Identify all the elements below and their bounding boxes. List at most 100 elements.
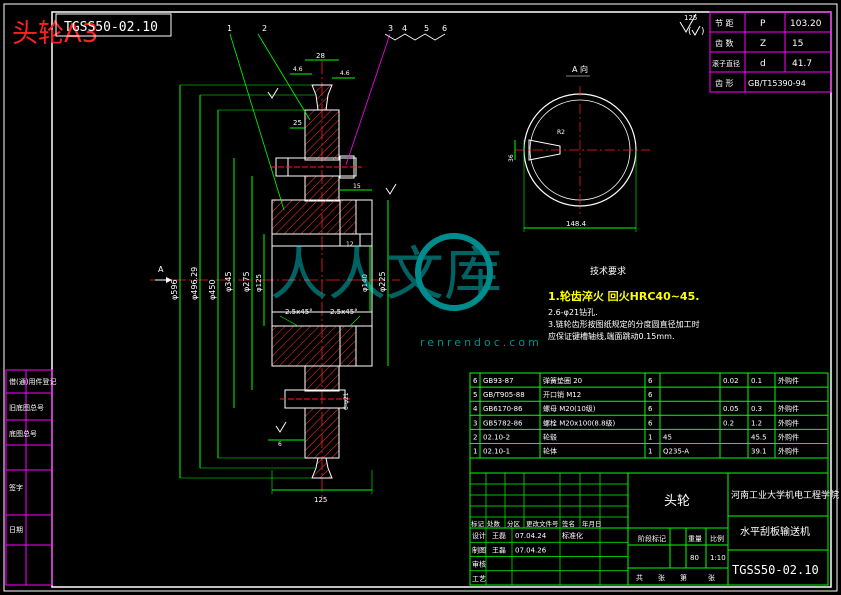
parts-cell-name: 螺母 M20(10级) bbox=[543, 404, 596, 413]
dim-side-b: 4.6 bbox=[340, 70, 350, 77]
tb-row-date: 07.04.26 bbox=[515, 546, 547, 554]
tech-item-3: 应保证键槽轴线,端面跳动0.15mm. bbox=[548, 331, 674, 341]
parts-cell-qty: 6 bbox=[648, 391, 653, 399]
strip-label-3: 签字 bbox=[9, 483, 23, 492]
parts-cell-code: GB5782-86 bbox=[483, 419, 523, 427]
dim-kw: 36 bbox=[508, 154, 515, 162]
tb-scale: 1:10 bbox=[710, 554, 726, 562]
a-view-label: A 向 bbox=[572, 64, 588, 74]
parts-cell-w2: 39.1 bbox=[751, 448, 767, 456]
tb-row-role: 制图 bbox=[472, 545, 486, 554]
dim-d4: φ345 bbox=[224, 271, 233, 292]
parts-cell-qty: 6 bbox=[648, 419, 653, 427]
parts-cell-no: 5 bbox=[473, 391, 477, 399]
tb-sheet-c: 第 bbox=[680, 573, 687, 582]
tech-item-0: 1.轮齿淬火 回火HRC40~45. bbox=[548, 289, 699, 303]
tb-hdr: 更改文件号 bbox=[526, 519, 559, 528]
parts-cell-note: 外购件 bbox=[778, 404, 799, 413]
parts-cell-code: 02.10-2 bbox=[483, 433, 510, 441]
parts-cell-name: 开口销 M12 bbox=[543, 390, 581, 399]
svg-text:(: ( bbox=[688, 27, 692, 37]
parts-cell-name: 轮体 bbox=[543, 447, 557, 456]
tb-row-date: 07.04.24 bbox=[515, 532, 547, 540]
main-section-view: φ596 φ496.29 φ450 φ345 φ275 φ125 φ140 φ2… bbox=[150, 52, 400, 504]
tb-hdr: 年月日 bbox=[582, 519, 602, 528]
spec-name-1: 齿 数 bbox=[715, 38, 734, 48]
spec-val-3: GB/T15390-94 bbox=[748, 79, 806, 88]
roughness-value: 125 bbox=[684, 14, 697, 22]
dim-holes: 6-φ21 bbox=[343, 392, 350, 410]
strip-label-1: 旧底图总号 bbox=[9, 403, 44, 412]
tb-product: 水平刮板输送机 bbox=[740, 525, 810, 538]
dim-d3: φ450 bbox=[208, 279, 217, 300]
tb-stage-label: 阶段标记 bbox=[638, 534, 666, 543]
balloon-4: 4 bbox=[402, 24, 407, 33]
watermark-url: renrendoc.com bbox=[420, 336, 542, 349]
balloon-5: 5 bbox=[424, 24, 429, 33]
section-arrow-label: A bbox=[158, 265, 164, 274]
tb-row-role: 审核 bbox=[472, 560, 486, 569]
roughness-symbol: 125 ( ) bbox=[679, 13, 705, 37]
parts-cell-no: 2 bbox=[473, 433, 477, 441]
parts-cell-code: 02.10-1 bbox=[483, 448, 510, 456]
dim-flange: 15 bbox=[353, 183, 361, 190]
parts-cell-no: 6 bbox=[473, 377, 478, 385]
tb-row-role: 工艺 bbox=[472, 575, 486, 583]
dim-d5: φ275 bbox=[242, 271, 251, 292]
parts-cell-w2: 0.1 bbox=[751, 377, 762, 385]
parts-cell-no: 3 bbox=[473, 419, 477, 427]
parts-cell-w1: 0.2 bbox=[723, 419, 734, 427]
parts-cell-w1: 0.05 bbox=[723, 405, 739, 413]
balloon-6: 6 bbox=[442, 24, 447, 33]
code-box-text: TGSS50-02.10 bbox=[64, 20, 158, 35]
watermark-text: 人人文库 bbox=[270, 240, 502, 308]
code-box bbox=[55, 13, 172, 37]
tb-hdr: 签名 bbox=[562, 519, 575, 528]
dim-d1: φ596 bbox=[170, 279, 179, 300]
tb-sheet-d: 张 bbox=[708, 573, 715, 582]
dim-hub-offset: 25 bbox=[293, 119, 302, 127]
tb-row-name: 王磊 bbox=[492, 546, 506, 554]
parts-cell-qty: 6 bbox=[648, 405, 653, 413]
balloon-2: 2 bbox=[262, 24, 267, 33]
dim-top-width: 28 bbox=[316, 52, 325, 60]
tb-hdr: 处数 bbox=[487, 519, 501, 528]
spec-name-0: 节 距 bbox=[715, 19, 734, 28]
drawing-frame bbox=[51, 11, 832, 588]
svg-text:): ) bbox=[701, 27, 705, 37]
chamfer-left: 2.5x45° bbox=[285, 308, 313, 316]
parts-cell-note: 外购件 bbox=[778, 376, 799, 385]
parts-cell-code: GB6170-86 bbox=[483, 405, 523, 413]
left-strip-table: 借(通)用件登记 旧底图总号 底图总号 签字 日期 bbox=[5, 369, 56, 586]
overlay-title: 头轮A3 bbox=[12, 19, 98, 49]
dim-d2: φ496.29 bbox=[190, 267, 199, 300]
parts-cell-w2: 45.5 bbox=[751, 433, 767, 441]
tech-item-2: 3.链轮齿形按图纸规定的分度圆直径加工时 bbox=[548, 319, 700, 329]
tb-weight-label: 重量 bbox=[688, 535, 702, 543]
spec-sym-2: d bbox=[760, 59, 766, 69]
dim-d6: φ140 bbox=[361, 274, 369, 292]
tb-hdr: 分区 bbox=[507, 519, 521, 528]
tb-row-extra: 标准化 bbox=[562, 531, 583, 540]
tb-hdr: 标记 bbox=[471, 519, 485, 528]
parts-cell-w1: 0.02 bbox=[723, 377, 739, 385]
tb-sheet-a: 共 bbox=[636, 573, 643, 582]
parts-cell-mat: 45 bbox=[663, 433, 672, 441]
tb-scale-label: 比例 bbox=[710, 534, 724, 543]
spec-sym-0: P bbox=[760, 19, 766, 29]
tb-row-name: 王磊 bbox=[492, 532, 506, 540]
tb-school: 河南工业大学机电工程学院 bbox=[731, 489, 839, 501]
strip-label-4: 日期 bbox=[9, 526, 23, 534]
watermark: 人人文库 renrendoc.com bbox=[270, 233, 542, 349]
strip-label-0: 借(通)用件登记 bbox=[9, 377, 56, 386]
tb-row-role: 设计 bbox=[472, 531, 486, 540]
strip-label-2: 底图总号 bbox=[9, 429, 37, 438]
dim-d7: φ225 bbox=[378, 271, 387, 292]
parts-cell-qty: 1 bbox=[648, 433, 652, 441]
a-view: A 向 148.4 36 R2 bbox=[508, 64, 650, 232]
balloon-1: 1 bbox=[227, 24, 232, 33]
chamfer-right: 2.5x45° bbox=[330, 308, 358, 316]
tb-code: TGSS50-02.10 bbox=[732, 563, 819, 577]
spec-name-2: 滚子直径 bbox=[712, 59, 740, 68]
